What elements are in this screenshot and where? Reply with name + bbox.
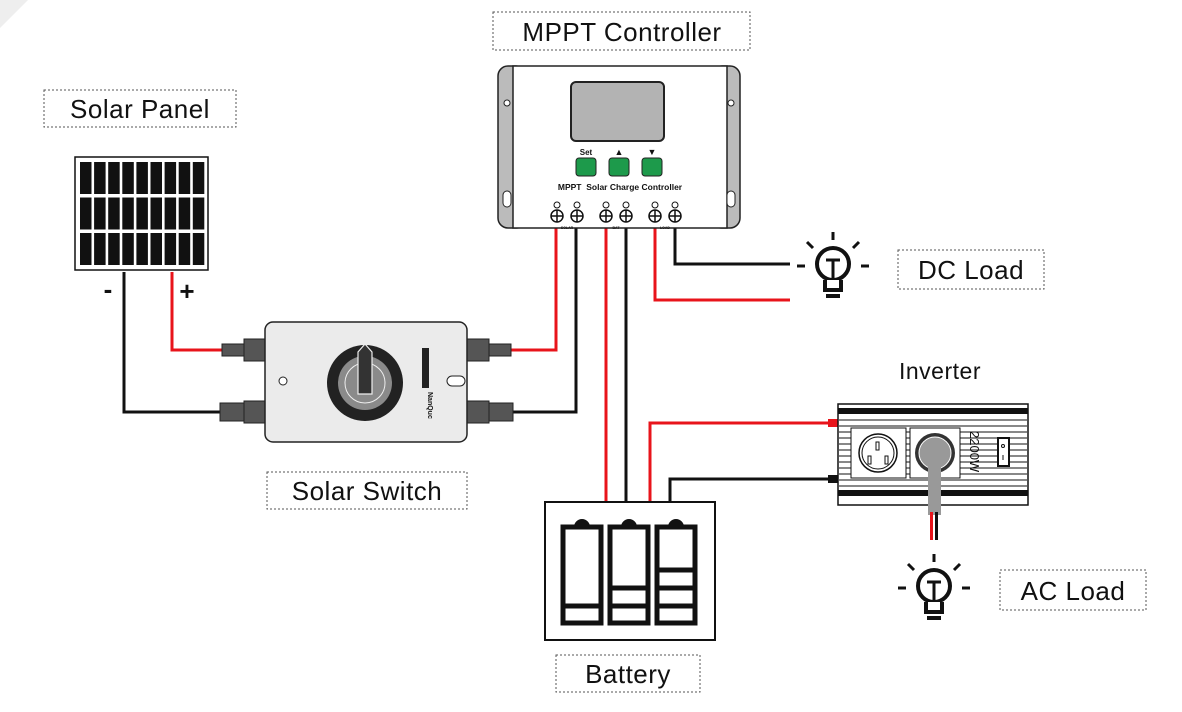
svg-text:-: - [104,274,113,304]
battery-cell [560,524,604,626]
battery [544,501,716,641]
panel-negative-wire [122,272,222,414]
solar-cell [178,233,191,265]
solar-cell [150,162,162,194]
label-inverter: Inverter [899,358,981,384]
switch-to-controller-negative-wire [510,228,578,414]
switch-to-controller-positive-wire [510,228,558,352]
solar-cell [80,162,92,194]
dc-load-bulb-icon [797,232,869,298]
screw-terminal [570,209,584,223]
battery-cell [654,524,698,626]
label-ac-load: AC Load [999,569,1147,611]
svg-text:BAT: BAT [613,226,621,230]
solar-cell [150,197,162,230]
solar-cell [94,197,106,230]
solar-cell [136,197,148,230]
mc4-connectors [219,338,514,424]
solar-cell [108,162,120,194]
solar-cell [178,197,191,230]
label-solar-panel: Solar Panel [43,89,237,128]
dc-load-positive-wire [653,228,790,302]
lcd-screen [570,81,665,142]
solar-cell [122,162,134,194]
ac-load-bulb-icon [898,554,970,620]
solar-cell [192,162,205,194]
switch-knob-handle [357,343,373,395]
svg-text:Battery: Battery [585,659,671,689]
solar-panel: - + [74,156,209,306]
label-dc-load: DC Load [897,249,1045,290]
down-button[interactable] [641,157,663,177]
solar-cell [150,233,162,265]
screw-terminal [550,209,564,223]
label-mppt-controller: MPPT Controller [492,11,751,51]
solar-cell [122,197,134,230]
svg-text:NanQuc: NanQuc [426,392,433,419]
inverter: 2200W [828,403,1029,540]
solar-cell [164,162,177,194]
dc-load-negative-wire [673,228,790,266]
screw-terminal [599,209,613,223]
svg-text:▲: ▲ [615,147,624,157]
svg-text:Set: Set [580,148,593,157]
solar-cell [178,162,191,194]
svg-text:SOLAR: SOLAR [561,226,574,230]
screw-terminal [648,209,662,223]
solar-cell [164,233,177,265]
solar-cell [80,197,92,230]
set-button[interactable] [575,157,597,177]
solar-switch[interactable]: NanQuc [219,321,514,443]
solar-cell [192,233,205,265]
solar-cell [164,197,177,230]
solar-cell [108,233,120,265]
battery-cell [607,524,651,626]
up-button[interactable] [608,157,630,177]
svg-text:DC Load: DC Load [918,255,1024,285]
solar-cells [80,162,205,265]
solar-cell [94,162,106,194]
power-switch[interactable] [997,437,1010,467]
solar-cell [108,197,120,230]
solar-cell [136,162,148,194]
solar-cell [122,233,134,265]
solar-cell [136,233,148,265]
label-solar-switch: Solar Switch [266,471,468,510]
svg-text:Inverter: Inverter [899,358,981,384]
svg-text:Solar Panel: Solar Panel [70,94,210,124]
svg-text:+: + [179,276,194,306]
svg-text:▼: ▼ [648,147,657,157]
svg-text:MPPT Solar Charge Controller: MPPT Solar Charge Controller [558,182,683,192]
solar-cell [192,197,205,230]
screw-terminal [619,209,633,223]
ac-outlet [858,433,898,473]
wires [122,228,828,502]
solar-cell [94,233,106,265]
battery-cells [560,519,698,626]
panel-positive-wire [170,272,222,352]
svg-text:AC Load: AC Load [1021,576,1126,606]
solar-cell [80,233,92,265]
label-battery: Battery [555,654,701,693]
svg-text:MPPT Controller: MPPT Controller [522,17,721,47]
terminals [550,201,682,223]
corner-decoration [0,0,28,28]
svg-text:2200W: 2200W [967,431,982,473]
inverter-positive-wire [648,421,828,502]
svg-text:LOAD: LOAD [660,226,670,230]
screw-terminal [668,209,682,223]
inverter-negative-wire [668,477,828,502]
mppt-controller: Set ▲ ▼ MPPT Solar Charge Controller SOL… [497,65,741,230]
svg-text:Solar Switch: Solar Switch [292,476,443,506]
